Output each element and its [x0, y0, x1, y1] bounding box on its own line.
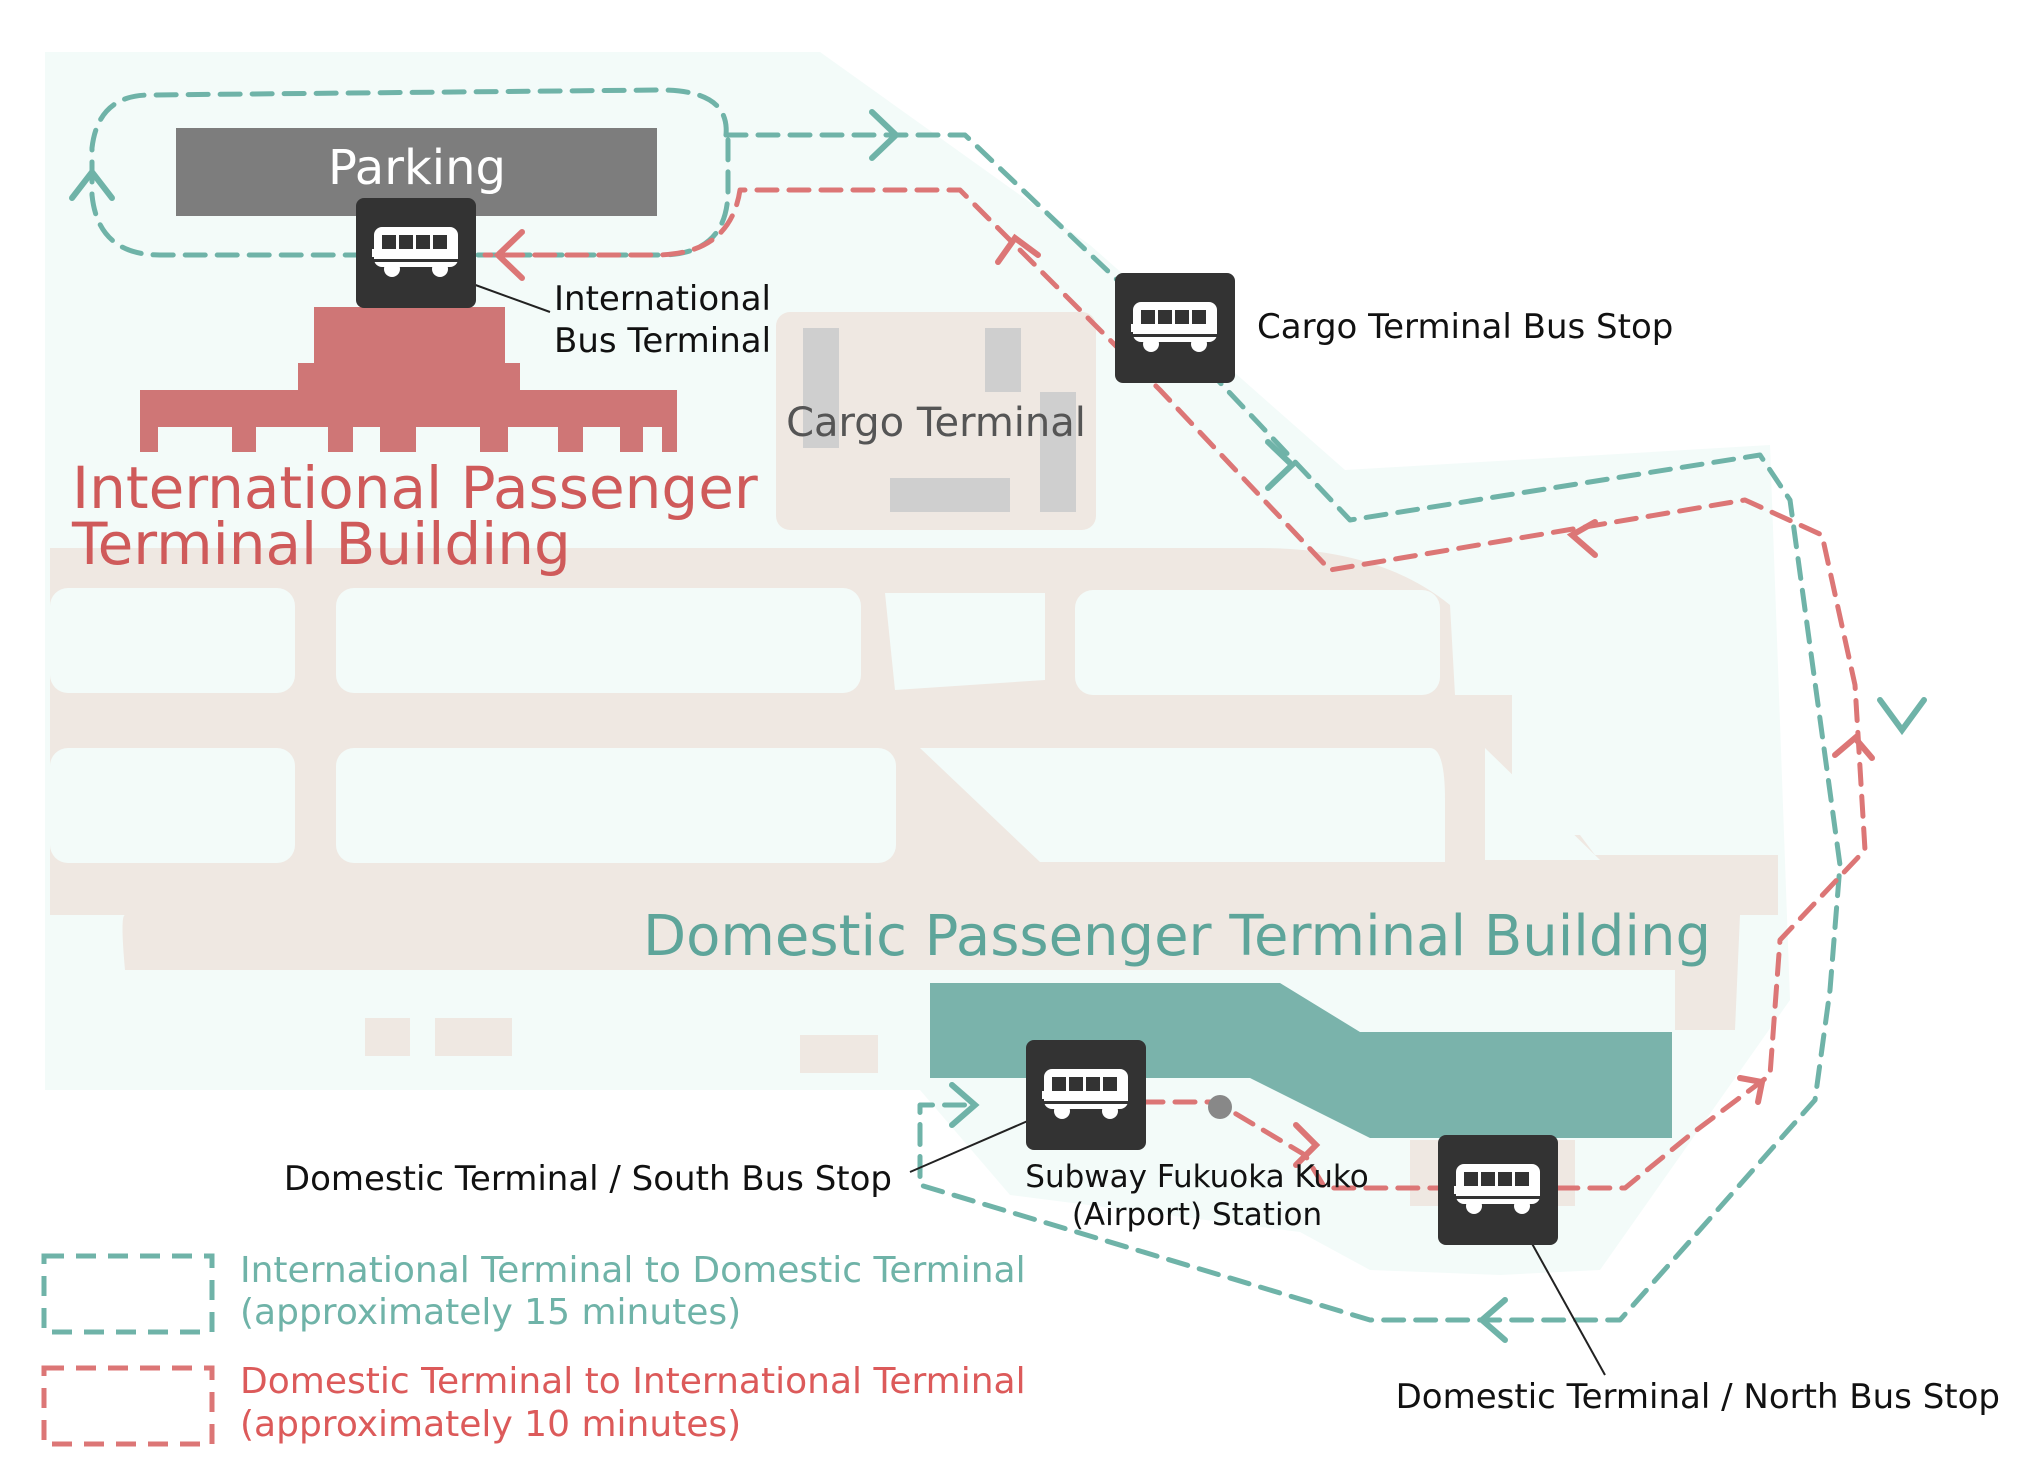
domestic-south-bus-stop-label: Domestic Terminal / South Bus Stop — [284, 1159, 892, 1199]
intl-bus-terminal-label-line1: International — [554, 279, 771, 319]
red-arrowheads — [493, 229, 1875, 1168]
cargo-terminal-block — [776, 312, 1096, 530]
leader-lines — [469, 282, 1606, 1376]
legend-teal-line1: International Terminal to Domestic Termi… — [240, 1250, 1026, 1291]
legend-red-line1: Domestic Terminal to International Termi… — [240, 1361, 1026, 1402]
legend-red-swatch — [41, 1365, 215, 1447]
cargo-bus-stop-label: Cargo Terminal Bus Stop — [1257, 307, 1673, 347]
teal-arrowheads — [69, 109, 1927, 1343]
bus-icon[interactable] — [1026, 1040, 1146, 1150]
domestic-north-bus-stop-label: Domestic Terminal / North Bus Stop — [1396, 1377, 2000, 1417]
international-terminal-shape — [140, 307, 677, 452]
bus-icon[interactable] — [356, 198, 476, 308]
bus-icon[interactable] — [1115, 273, 1235, 383]
parking-label: Parking — [328, 140, 506, 196]
intl-bus-terminal-label-line2: Bus Terminal — [554, 321, 771, 361]
international-building-label-line2: Terminal Building — [71, 510, 571, 578]
legend-teal-line2: (approximately 15 minutes) — [240, 1292, 741, 1333]
domestic-terminal-shape — [930, 983, 1672, 1138]
international-building-label-line1: International Passenger — [72, 454, 758, 522]
legend-teal-swatch — [41, 1253, 215, 1335]
legend-red-line2: (approximately 10 minutes) — [240, 1404, 741, 1445]
cargo-terminal-label: Cargo Terminal — [786, 400, 1086, 446]
bus-icon[interactable] — [1438, 1135, 1558, 1245]
subway-station-dot — [1208, 1095, 1232, 1119]
subway-label-line2: (Airport) Station — [1072, 1197, 1322, 1233]
domestic-building-label: Domestic Passenger Terminal Building — [643, 904, 1711, 969]
route-dom-to-intl — [482, 187, 1868, 1191]
runway-holes — [50, 588, 1600, 863]
subway-label-line1: Subway Fukuoka Kuko — [1025, 1159, 1368, 1195]
legend: International Terminal to Domestic Termi… — [41, 1250, 1026, 1447]
